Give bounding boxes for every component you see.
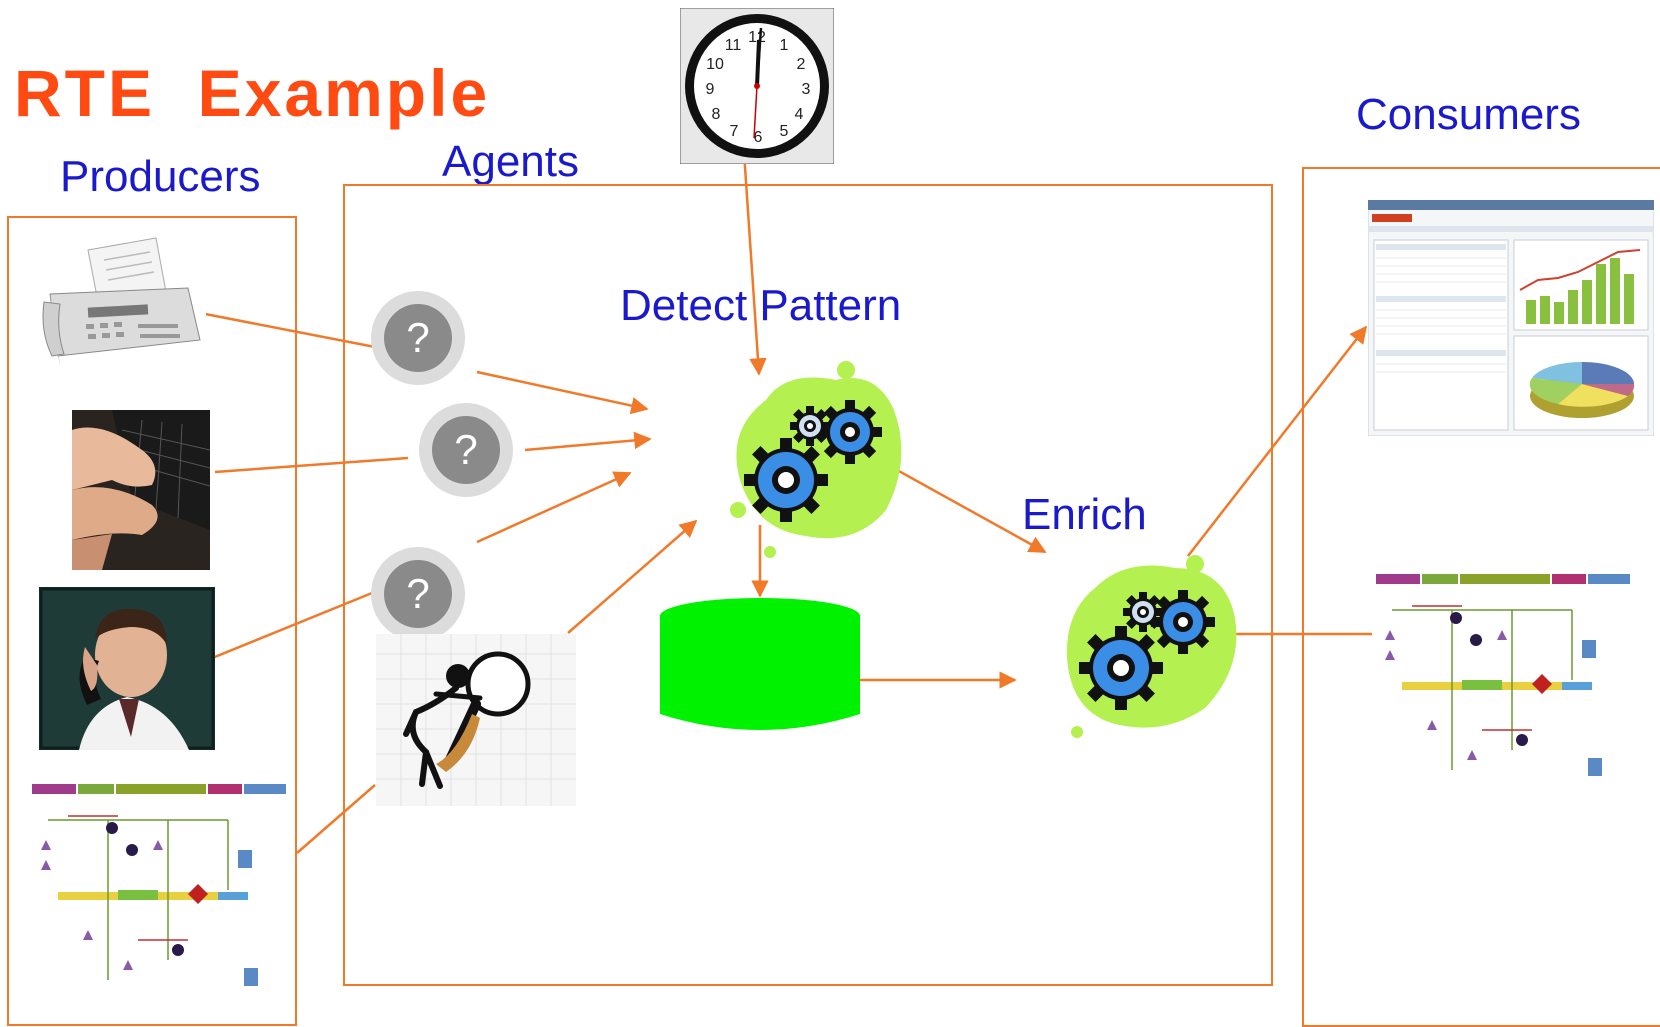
svg-text:6: 6 bbox=[754, 129, 763, 146]
clock-icon: 12 1 2 3 4 5 6 7 8 9 10 11 bbox=[680, 8, 834, 164]
database-icon bbox=[660, 598, 860, 730]
enrich-label: Enrich bbox=[1022, 490, 1147, 539]
line-keyboard-to-agent bbox=[214, 456, 409, 474]
agents-frame bbox=[343, 184, 1273, 986]
agents-label: Agents bbox=[442, 137, 579, 186]
arrow-enrich-to-dashboard bbox=[1187, 325, 1368, 557]
arrow-magnifier-to-detect bbox=[567, 519, 698, 634]
magnifier-figure-icon bbox=[376, 634, 576, 806]
detect-pattern-label: Detect Pattern bbox=[620, 281, 902, 330]
producers-label: Producers bbox=[60, 152, 261, 201]
svg-text:10: 10 bbox=[706, 56, 724, 73]
consumers-label: Consumers bbox=[1356, 90, 1581, 139]
svg-text:1: 1 bbox=[780, 37, 789, 54]
agent-3: ? bbox=[370, 546, 466, 642]
arrow-agent2-to-detect bbox=[524, 431, 652, 452]
line-process-to-agent bbox=[296, 784, 376, 854]
svg-text:9: 9 bbox=[706, 81, 715, 98]
process-flow-icon bbox=[28, 780, 290, 1005]
arrow-agent3-to-detect bbox=[476, 471, 632, 544]
line-phone-to-agent bbox=[199, 591, 373, 665]
svg-text:3: 3 bbox=[802, 81, 811, 98]
dashboard-icon bbox=[1368, 200, 1654, 436]
svg-text:2: 2 bbox=[797, 56, 806, 73]
phone-caller-icon bbox=[39, 587, 215, 750]
agent-1: ? bbox=[370, 290, 466, 386]
agent-2: ? bbox=[418, 402, 514, 498]
svg-text:4: 4 bbox=[795, 106, 804, 123]
line-fax-to-agent bbox=[199, 311, 376, 349]
process-flow-consumer-icon bbox=[1372, 570, 1634, 795]
svg-text:?: ? bbox=[454, 426, 477, 473]
svg-text:?: ? bbox=[406, 314, 429, 361]
svg-text:11: 11 bbox=[725, 37, 742, 54]
svg-text:8: 8 bbox=[712, 106, 721, 123]
detect-pattern-gears-icon bbox=[730, 361, 902, 558]
slide-title: RTE Example bbox=[14, 56, 491, 130]
fax-machine-icon bbox=[38, 232, 206, 372]
enrich-gears-icon bbox=[1066, 555, 1237, 738]
arrow-agent1-to-detect bbox=[476, 370, 649, 415]
keyboard-typing-icon bbox=[72, 410, 210, 570]
svg-text:7: 7 bbox=[730, 123, 739, 140]
arrow-clock-to-detect bbox=[742, 151, 767, 376]
svg-text:5: 5 bbox=[780, 123, 789, 140]
svg-text:?: ? bbox=[406, 570, 429, 617]
